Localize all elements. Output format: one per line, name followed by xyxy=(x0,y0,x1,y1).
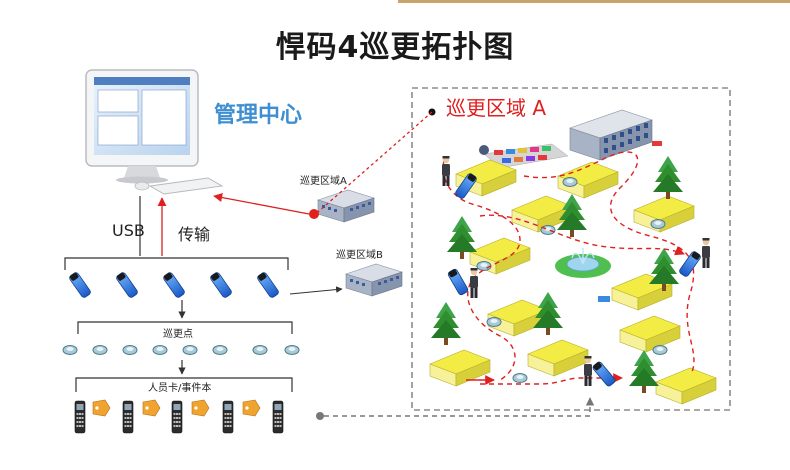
zone-a-title: 巡更区域 A xyxy=(446,96,547,120)
page-title: 悍码4巡更拓扑图 xyxy=(275,30,515,65)
checkpoint-group xyxy=(62,345,300,355)
checkpoint-label: 巡更点 xyxy=(163,329,193,340)
bottom-dashed-link xyxy=(324,397,595,417)
zone-a-to-center-arrow xyxy=(213,193,310,215)
zone-b-small-label: 巡更区域B xyxy=(336,250,383,261)
zone-b-building xyxy=(345,263,403,297)
zone-a-map xyxy=(429,109,717,405)
card-bracket xyxy=(75,377,293,392)
patrol-route-left xyxy=(442,159,521,381)
card-book-group xyxy=(74,399,284,434)
zone-a-small-label: 巡更区域A xyxy=(300,176,347,187)
checkpoint-bracket xyxy=(77,321,293,334)
usb-label: USB xyxy=(112,221,145,240)
link-to-zone-b xyxy=(289,286,343,295)
zone-a-dashed-link xyxy=(317,111,433,213)
management-computer xyxy=(85,69,224,195)
card-book-label: 人员卡/事件本 xyxy=(148,383,212,394)
patrol-wand-group xyxy=(67,270,281,300)
wand-group-bracket xyxy=(64,257,289,270)
patrol-route-bottom xyxy=(480,373,623,385)
zone-a-building xyxy=(317,189,375,223)
top-accent-bar xyxy=(398,0,790,3)
transfer-label: 传输 xyxy=(178,225,211,244)
management-center-label: 管理中心 xyxy=(214,103,303,128)
